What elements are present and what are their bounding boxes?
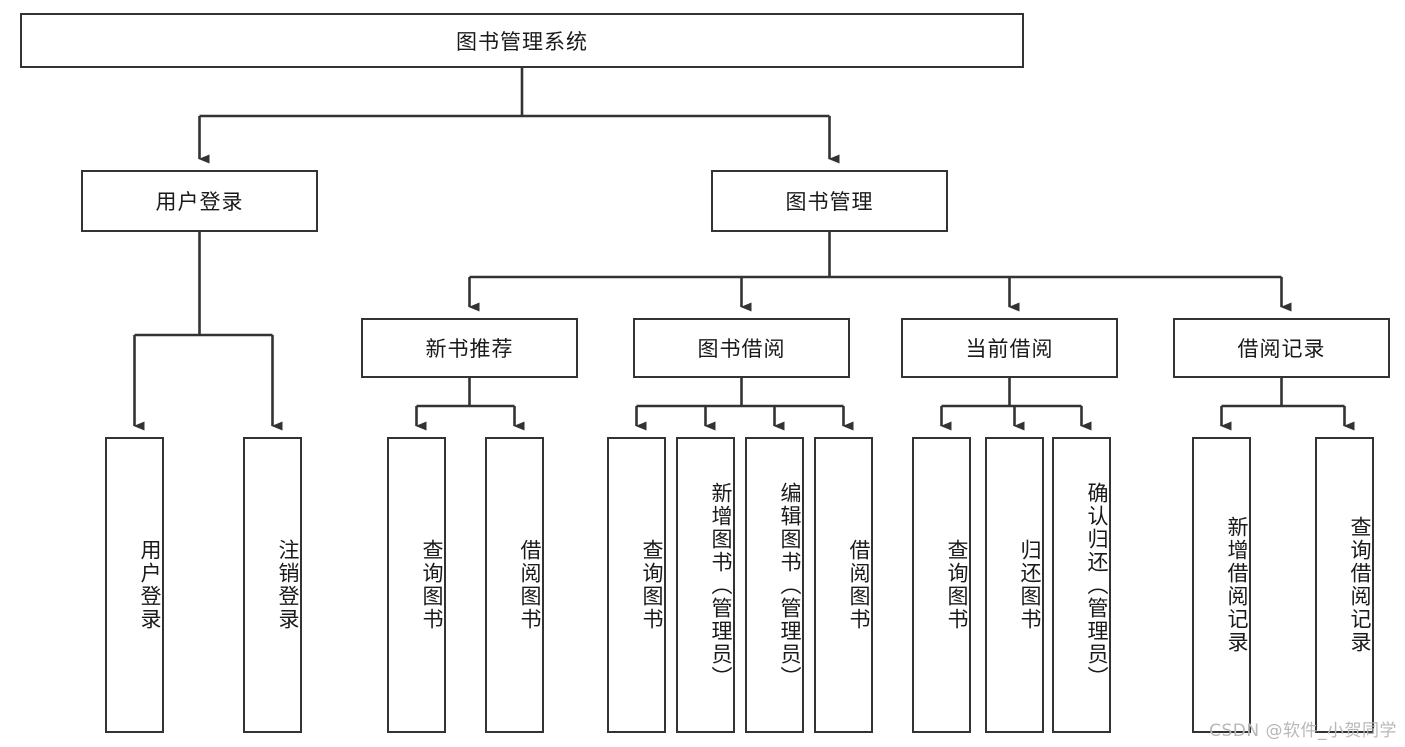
leaf-label: 新增借阅记录 bbox=[1225, 516, 1249, 654]
node-leaf-return-book[interactable]: 归还图书 bbox=[985, 437, 1044, 733]
leaf-label: 借阅图书 bbox=[847, 539, 871, 631]
node-current-borrow[interactable]: 当前借阅 bbox=[901, 318, 1118, 378]
node-new-book-recommendation[interactable]: 新书推荐 bbox=[361, 318, 578, 378]
node-leaf-add-borrow-record[interactable]: 新增借阅记录 bbox=[1192, 437, 1251, 733]
leaf-label: 注销登录 bbox=[276, 539, 300, 631]
node-leaf-borrow-book-recommend[interactable]: 借阅图书 bbox=[485, 437, 544, 733]
leaf-label: 查询图书 bbox=[640, 539, 664, 631]
leaf-label: 新增图书（管理员） bbox=[709, 481, 733, 689]
leaf-label: 查询图书 bbox=[945, 539, 969, 631]
node-leaf-edit-book-admin[interactable]: 编辑图书（管理员） bbox=[745, 437, 804, 733]
node-leaf-add-book-admin[interactable]: 新增图书（管理员） bbox=[676, 437, 735, 733]
node-leaf-confirm-return-admin[interactable]: 确认归还（管理员） bbox=[1052, 437, 1111, 733]
leaf-label: 归还图书 bbox=[1018, 539, 1042, 631]
node-leaf-query-book-current[interactable]: 查询图书 bbox=[912, 437, 971, 733]
leaf-label: 查询借阅记录 bbox=[1348, 516, 1372, 654]
node-user-login[interactable]: 用户登录 bbox=[81, 170, 318, 232]
node-leaf-user-login[interactable]: 用户登录 bbox=[105, 437, 164, 733]
node-root-book-management-system[interactable]: 图书管理系统 bbox=[20, 13, 1024, 68]
leaf-label: 用户登录 bbox=[138, 539, 162, 631]
leaf-label: 查询图书 bbox=[420, 539, 444, 631]
node-leaf-query-book-recommend[interactable]: 查询图书 bbox=[387, 437, 446, 733]
node-leaf-query-borrow-record[interactable]: 查询借阅记录 bbox=[1315, 437, 1374, 733]
leaf-label: 确认归还（管理员） bbox=[1085, 481, 1109, 689]
node-borrow-record[interactable]: 借阅记录 bbox=[1173, 318, 1390, 378]
leaf-label: 借阅图书 bbox=[518, 539, 542, 631]
node-book-management[interactable]: 图书管理 bbox=[711, 170, 948, 232]
node-leaf-logout[interactable]: 注销登录 bbox=[243, 437, 302, 733]
node-book-borrow[interactable]: 图书借阅 bbox=[633, 318, 850, 378]
node-leaf-borrow-book[interactable]: 借阅图书 bbox=[814, 437, 873, 733]
leaf-label: 编辑图书（管理员） bbox=[778, 481, 802, 689]
node-leaf-query-book-borrow[interactable]: 查询图书 bbox=[607, 437, 666, 733]
